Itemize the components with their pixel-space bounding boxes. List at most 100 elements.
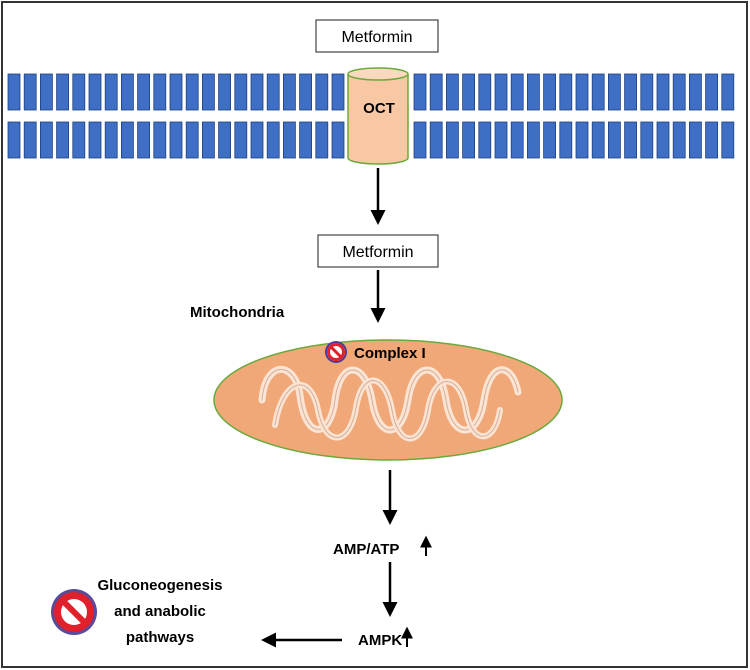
membrane-block [121,121,134,159]
membrane-block [88,121,102,159]
membrane-block [169,121,183,159]
membrane-block [656,73,670,111]
membrane-block [445,121,459,159]
mitochondrion [213,339,563,461]
membrane-block [721,73,735,111]
membrane-block [331,73,345,111]
membrane-block [510,73,524,111]
membrane-block [591,73,605,111]
membrane-block [429,121,443,159]
membrane-block [299,121,313,159]
oct-transporter: OCT [347,67,409,165]
membrane-block [721,121,735,159]
membrane-block [543,73,556,111]
membrane-block [331,121,345,159]
outcome-line-2: and anabolic [114,603,206,620]
membrane-block [169,73,183,111]
membrane-block [137,73,151,111]
metformin-inside-box: Metformin [317,234,439,268]
metformin-outside-box: Metformin [315,19,439,53]
membrane-block [23,121,37,159]
membrane-block [543,121,556,159]
membrane-block [527,121,540,159]
membrane-block [624,121,637,159]
membrane-block [23,73,37,111]
cell-membrane [7,73,735,159]
mitochondrion-cristae [258,365,522,442]
membrane-block [689,121,702,159]
membrane-block [672,73,686,111]
membrane-block [137,121,151,159]
membrane-block [250,73,264,111]
membrane-block [250,121,264,159]
membrane-block [672,121,686,159]
membrane-block [266,121,280,159]
membrane-block [234,121,248,159]
ampk-label: AMPK [358,632,402,649]
membrane-block [559,73,573,111]
membrane-block [40,73,53,111]
membrane-block [640,73,654,111]
membrane-block [282,121,296,159]
membrane-block [429,73,443,111]
membrane-block [40,121,53,159]
membrane-block [608,121,621,159]
membrane-block [445,73,459,111]
metformin-inside-label: Metformin [342,244,413,261]
membrane-block [218,73,232,111]
membrane-block [478,73,492,111]
prohibition-icon [325,341,347,363]
membrane-block [575,121,589,159]
membrane-block [510,121,524,159]
membrane-block [494,73,508,111]
membrane-block [608,73,621,111]
membrane-block [462,73,476,111]
mitochondria-label: Mitochondria [190,304,285,321]
membrane-block [185,121,199,159]
membrane-block [299,73,313,111]
membrane-block [72,121,86,159]
outcome-line-3: pathways [126,629,194,646]
prohibition-icon [51,589,97,635]
membrane-block [705,121,718,159]
membrane-block [413,73,427,111]
membrane-block [56,121,69,159]
membrane-block [7,121,21,159]
outcome-line-1: Gluconeogenesis [97,577,222,594]
membrane-block [640,121,654,159]
membrane-block [153,73,167,111]
membrane-block [282,73,296,111]
oct-label: OCT [363,100,395,117]
membrane-block [153,121,167,159]
membrane-block [104,121,118,159]
membrane-block [689,73,702,111]
membrane-block [234,73,248,111]
membrane-block [7,73,21,111]
membrane-block [315,73,329,111]
membrane-block [88,73,102,111]
membrane-block [591,121,605,159]
membrane-block [266,73,280,111]
membrane-block [218,121,232,159]
membrane-block [478,121,492,159]
membrane-block [104,73,118,111]
membrane-block [462,121,476,159]
membrane-block [494,121,508,159]
membrane-block [315,121,329,159]
membrane-block [624,73,637,111]
membrane-block [705,73,718,111]
membrane-block [559,121,573,159]
metformin-outside-label: Metformin [341,29,412,46]
membrane-block [72,73,86,111]
membrane-block [56,73,69,111]
amp-atp-label: AMP/ATP [333,541,399,558]
complex-i-label: Complex I [354,345,426,362]
membrane-block [185,73,199,111]
membrane-block [201,121,215,159]
membrane-block [413,121,427,159]
membrane-block [527,73,540,111]
membrane-block [201,73,215,111]
membrane-block [656,121,670,159]
